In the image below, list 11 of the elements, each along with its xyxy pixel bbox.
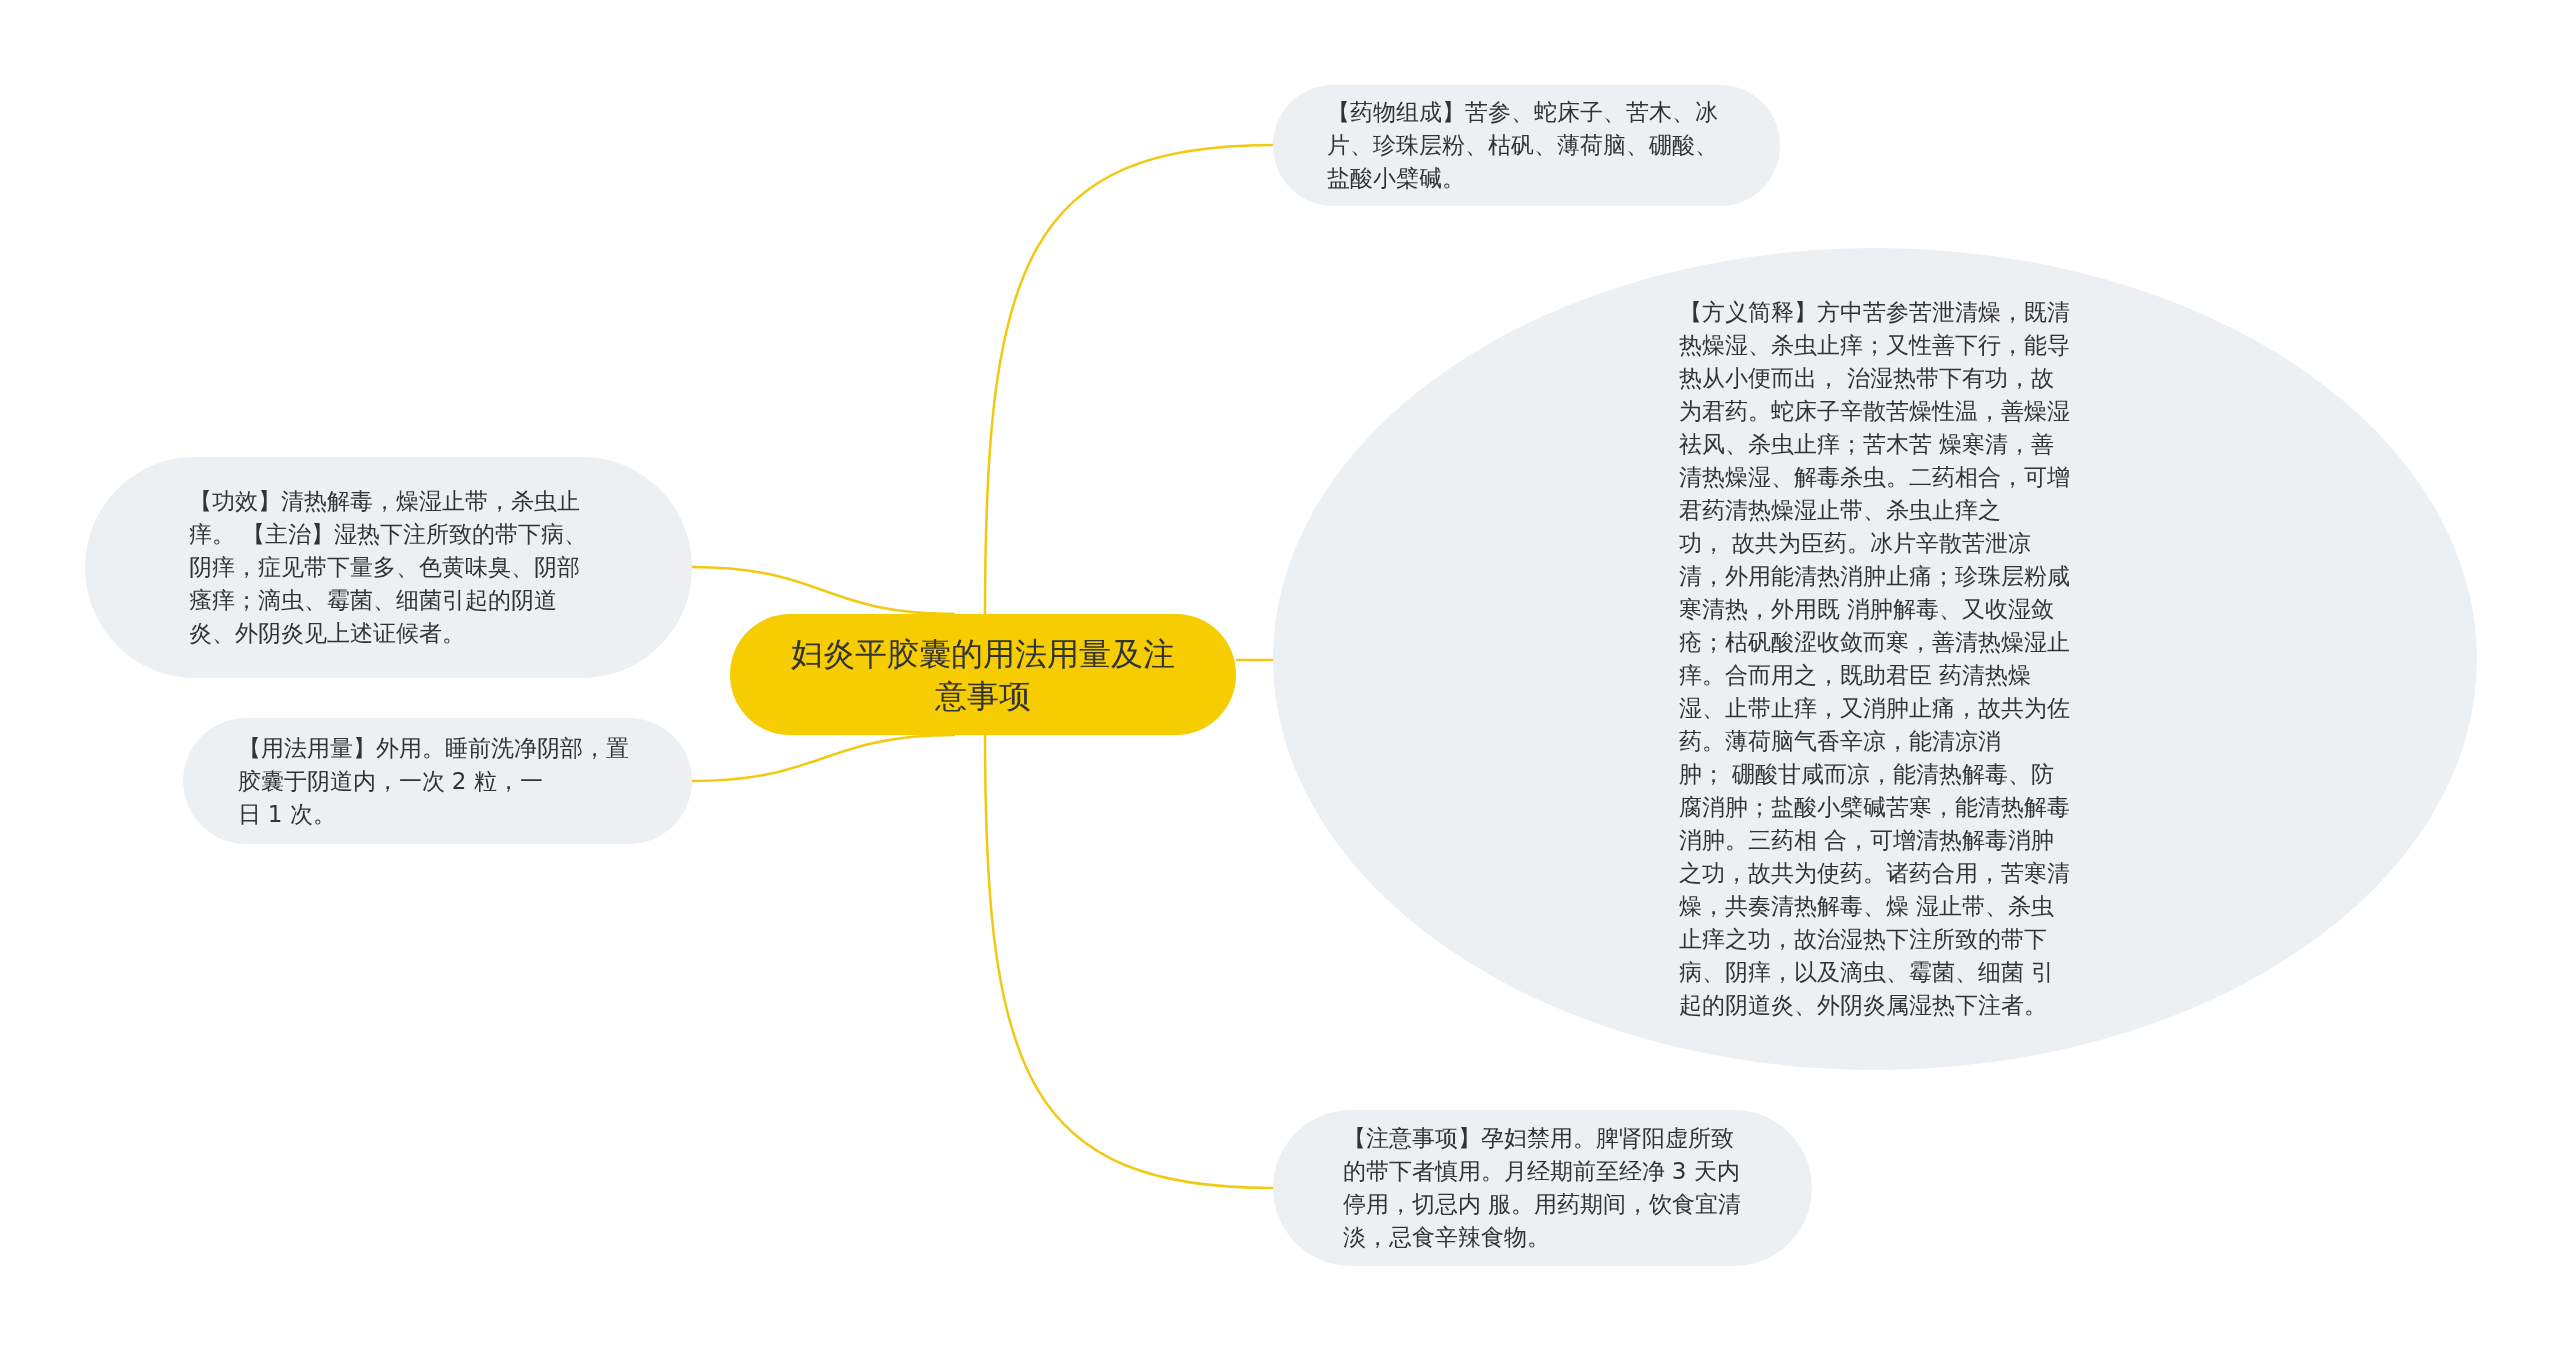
topic-text: 【方义简释】方中苦参苦泄清燥，既清热燥湿、杀虫止痒；又性善下行，能导热从小便而出， 治湿热带下有功，故为君药。蛇床子辛散苦燥性温，善燥湿祛风、杀虫止痒；苦木苦 燥寒清，善清热燥湿、解毒杀虫。二药相合，可增君药清热燥湿止带、杀虫止痒之功， 故共为臣药。冰片辛散苦泄凉清，外用能清热消肿止痛；珍珠层粉咸寒清热，外用既 消肿解毒、又收湿敛疮；枯矾酸涩收敛而寒，善清热燥湿止痒。合而用之，既助君臣 药清热燥湿、止带止痒，又消肿止痛，故共为佐药。薄荷脑气香辛凉，能清凉消肿； 硼酸甘咸而凉，能清热解毒、防腐消肿；盐酸小檗碱苦寒，能清热解毒消肿。三药相 合，可增清热解毒消肿之功，故共为使药。诸药合用，苦寒清燥，共奏清热解毒、燥 湿止带、杀虫止痒之功，故治湿热下注所致的带下病、阴痒，以及滴虫、霉菌、细菌 引起的阴道炎、外阴炎属湿热下注者。 <box>1679 298 2071 1020</box>
topic-title: 妇炎平胶囊的用法用量及注意事项 <box>790 633 1176 717</box>
topic-text: 【用法用量】外用。睡前洗净阴部，置胶囊于阴道内，一次 2 粒，一日 1 次。 <box>237 733 630 829</box>
topic-text: 【功效】清热解毒，燥湿止带，杀虫止痒。 【主治】湿热下注所致的带下病、阴痒，症见带下量多、色黄味臭、阴部瘙痒；滴虫、霉菌、细菌引起的阴道炎、外阴炎见上述证候者。 <box>188 487 588 648</box>
connector-line <box>1236 658 1273 662</box>
topic-text: 【注意事项】孕妇禁用。脾肾阳虚所致的带下者慎用。月经期前至经净 3 天内停用，切忌内 服。用药期间，饮食宜清淡，忌食辛辣食物。 <box>1342 1124 1742 1252</box>
connector-line <box>691 565 956 616</box>
connector-line <box>691 733 956 783</box>
connector-line <box>983 735 1274 1190</box>
topic-text: 【药物组成】苦参、蛇床子、苦木、冰片、珍珠层粉、枯矾、薄荷脑、硼酸、盐酸小檗碱。 <box>1326 98 1719 193</box>
connector-line <box>983 143 1274 614</box>
